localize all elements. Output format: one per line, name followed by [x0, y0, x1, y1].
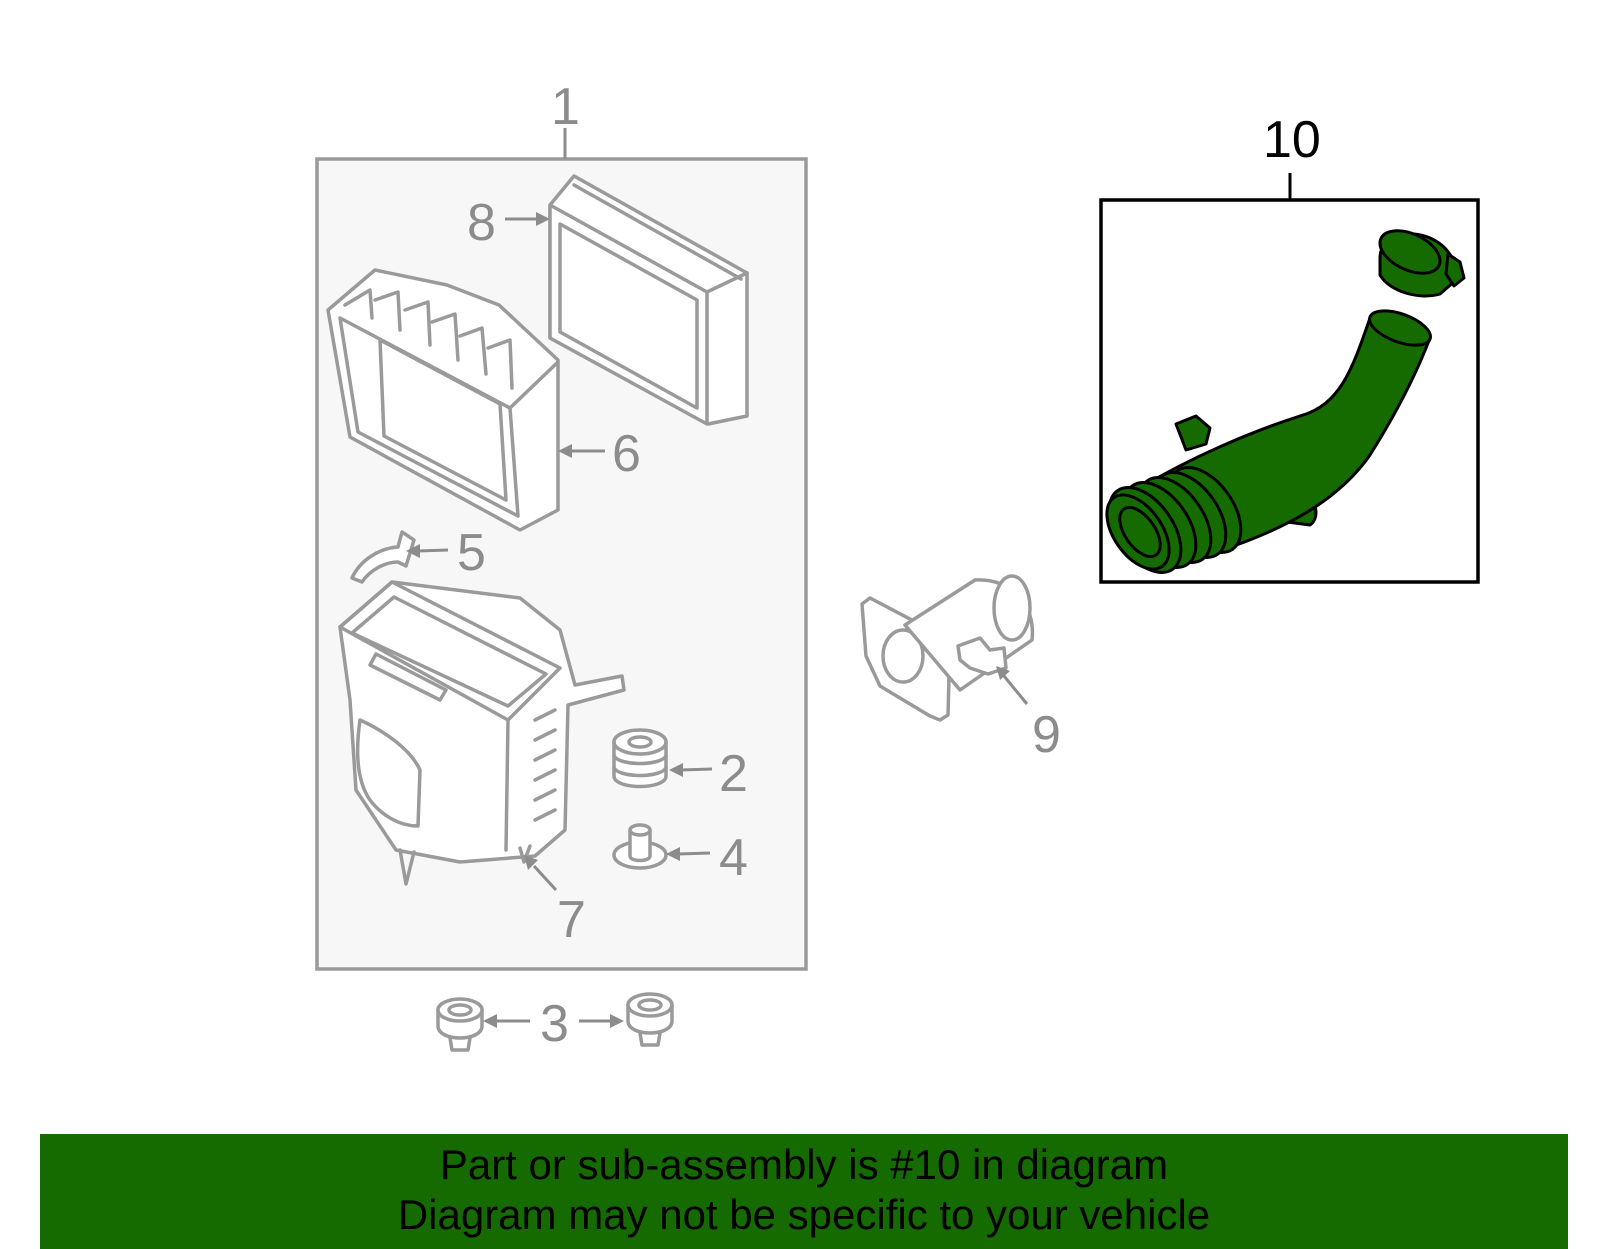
- callout-4: 4: [719, 829, 748, 887]
- callout-5: 5: [457, 524, 486, 582]
- part-10-hose-clamp[interactable]: [1373, 222, 1466, 298]
- part-3-grommet-right[interactable]: [626, 992, 674, 1047]
- part-6-upper-housing[interactable]: [326, 268, 560, 532]
- callout-6: 6: [612, 425, 641, 483]
- callout-3: 3: [540, 995, 569, 1053]
- callout-7: 7: [557, 891, 586, 949]
- part-8-air-filter[interactable]: [548, 174, 749, 426]
- callout-8: 8: [467, 194, 496, 252]
- callout-10[interactable]: 10: [1263, 111, 1321, 169]
- info-banner: Part or sub-assembly is #10 in diagram D…: [40, 1134, 1568, 1249]
- part-7-lower-housing[interactable]: [338, 580, 626, 886]
- callout-1: 1: [551, 78, 580, 136]
- part-3-grommet-left[interactable]: [436, 997, 484, 1052]
- banner-line-2: Diagram may not be specific to your vehi…: [397, 1191, 1211, 1238]
- part-10-intake-hose[interactable]: [1094, 304, 1435, 585]
- callout-2: 2: [719, 745, 748, 803]
- part-2-grommet[interactable]: [612, 728, 668, 789]
- banner-line-1: Part or sub-assembly is #10 in diagram: [439, 1141, 1169, 1188]
- part-9-maf-sensor[interactable]: [860, 574, 1035, 722]
- callout-9: 9: [1032, 706, 1061, 764]
- part-4-pin[interactable]: [612, 823, 668, 870]
